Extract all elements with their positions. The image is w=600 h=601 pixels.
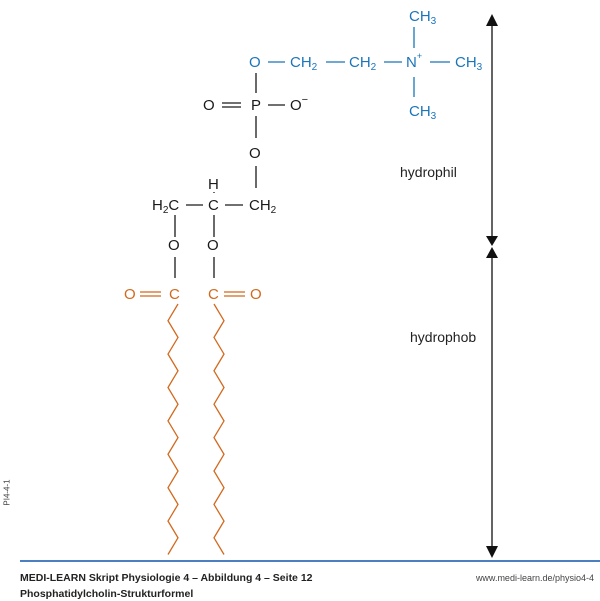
footer-subtitle: Phosphatidylcholin-Strukturformel: [20, 588, 194, 600]
hydrophil-label: hydrophil: [400, 164, 457, 180]
phosphate-glycerol: O P O− O CH2 H C H2C O O: [152, 73, 308, 278]
atom-h: H: [208, 176, 219, 193]
fatty-acid-chains: O C C O: [124, 286, 262, 555]
fatty-acid-chain-1: [167, 303, 179, 555]
atom-o: O: [249, 54, 261, 71]
atom-ch3: CH3: [409, 103, 437, 122]
atom-o: O: [249, 145, 261, 162]
atom-c: C: [208, 286, 219, 303]
footer-url[interactable]: www.medi-learn.de/physio4-4: [475, 573, 594, 583]
atom-c: C: [169, 286, 180, 303]
atom-o: O: [250, 286, 262, 303]
atom-ch2: CH2: [290, 54, 318, 73]
footer-title: MEDI-LEARN Skript Physiologie 4 – Abbild…: [20, 572, 313, 584]
atom-o: O: [203, 97, 215, 114]
atom-c: C: [208, 197, 219, 214]
atom-o: O: [124, 286, 136, 303]
atom-ch3: CH3: [455, 54, 483, 73]
atom-h2c: H2C: [152, 197, 179, 216]
atom-ch2: CH2: [349, 54, 377, 73]
atom-o: O: [168, 237, 180, 254]
atom-n-plus: N+: [406, 51, 422, 71]
choline-group: O CH2 CH2 N+ CH3 CH3 CH3: [249, 8, 483, 122]
figure-code: PI4-4-1: [2, 479, 12, 506]
atom-p: P: [251, 97, 261, 114]
atom-o: O: [207, 237, 219, 254]
atom-ch2: CH2: [249, 197, 277, 216]
atom-o-minus: O−: [290, 94, 308, 114]
hydrophob-label: hydrophob: [410, 329, 476, 345]
atom-ch3: CH3: [409, 8, 437, 27]
fatty-acid-chain-2: [213, 303, 225, 555]
